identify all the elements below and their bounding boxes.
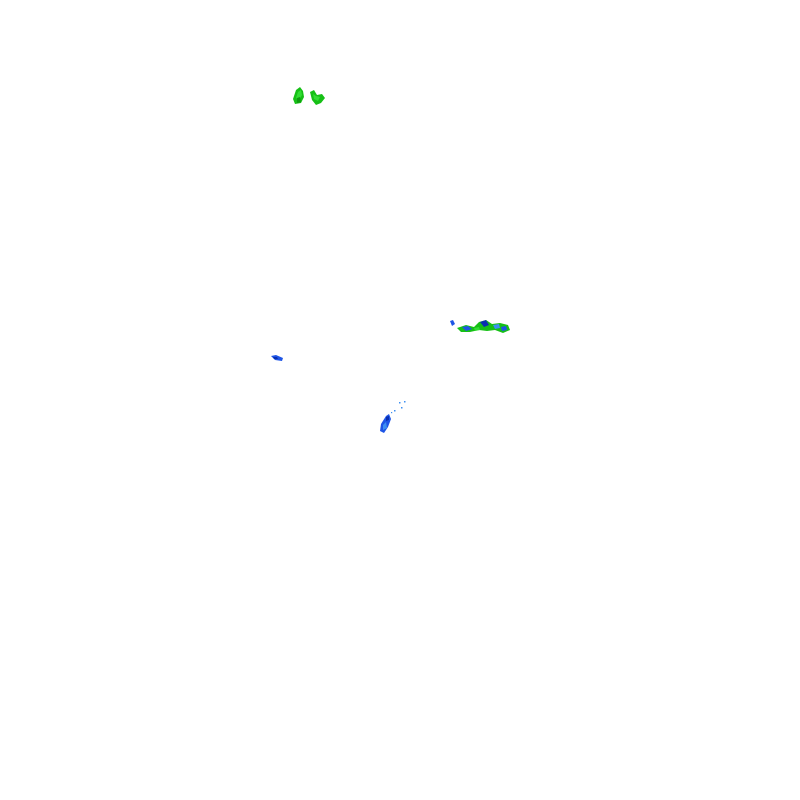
echo-blob	[493, 324, 500, 329]
echo-blob	[501, 326, 507, 331]
echo-speckle	[399, 402, 401, 404]
echo-blob	[313, 94, 320, 101]
echo-blob	[462, 326, 472, 331]
echo-speckle	[404, 401, 406, 403]
echo-speckle	[401, 407, 403, 409]
echo-blob	[273, 357, 278, 359]
echo-region-north-cluster	[293, 87, 325, 105]
echo-speckle	[391, 412, 393, 414]
echo-blob	[383, 422, 387, 430]
echo-region-west-cell	[271, 355, 283, 361]
echo-region-central-cell	[380, 401, 406, 433]
echo-blob	[457, 320, 510, 333]
echo-speckle	[394, 410, 396, 412]
echo-blob	[450, 320, 455, 326]
echo-region-east-band	[450, 320, 510, 333]
echo-blob	[480, 320, 489, 327]
echo-blob	[474, 327, 480, 331]
echo-blob	[297, 97, 301, 103]
echo-blob	[296, 90, 302, 100]
echo-blob	[386, 416, 389, 421]
